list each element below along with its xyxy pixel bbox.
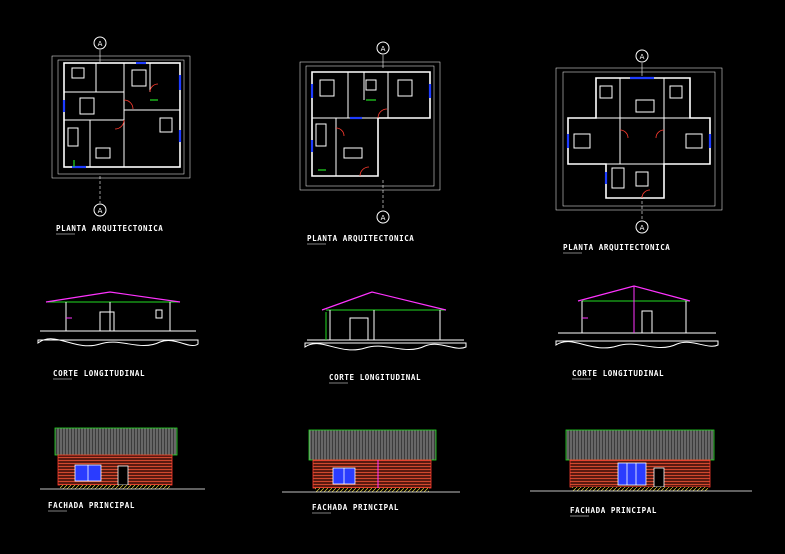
- svg-text:A: A: [640, 53, 645, 61]
- section-label-1: CORTE LONGITUDINAL: [53, 369, 145, 378]
- wall: [312, 459, 432, 489]
- window: [617, 462, 647, 486]
- svg-text:A: A: [98, 40, 103, 48]
- toilet: [365, 79, 377, 91]
- bed: [131, 69, 147, 87]
- floor-plan-2: A A PLANT: [299, 41, 441, 245]
- facade-2: FACHADA PRINCIPAL: [282, 429, 460, 514]
- section-3: CORTE LONGITUDINAL: [555, 285, 719, 380]
- facade-label-2: FACHADA PRINCIPAL: [312, 503, 399, 512]
- sink: [159, 117, 173, 133]
- section-label-2: CORTE LONGITUDINAL: [329, 373, 421, 382]
- floor-plan-1: A A: [51, 36, 191, 235]
- toilet: [71, 67, 85, 79]
- sink: [635, 99, 655, 113]
- bed: [573, 133, 591, 149]
- door: [117, 465, 129, 486]
- svg-text:A: A: [640, 224, 645, 232]
- facade-label-1: FACHADA PRINCIPAL: [48, 501, 135, 510]
- table: [635, 171, 649, 187]
- kitchen-counter: [67, 127, 79, 147]
- section-label-3: CORTE LONGITUDINAL: [572, 369, 664, 378]
- axis-marker-top: [376, 41, 390, 55]
- bed: [79, 97, 95, 115]
- axis-marker-top: [635, 49, 649, 63]
- bed: [319, 79, 335, 97]
- table: [343, 147, 363, 159]
- svg-text:A: A: [381, 214, 386, 222]
- plan-label-1: PLANTA ARQUITECTONICA: [56, 224, 163, 233]
- svg-text:A: A: [98, 207, 103, 215]
- plan-label-2: PLANTA ARQUITECTONICA: [307, 234, 414, 243]
- axis-marker-bottom: [93, 203, 107, 217]
- toilet: [599, 85, 613, 99]
- kitchen-counter: [315, 123, 327, 147]
- facade-3: FACHADA PRINCIPAL: [530, 429, 752, 517]
- facade-label-3: FACHADA PRINCIPAL: [570, 506, 657, 515]
- door: [653, 467, 665, 488]
- facade-1: FACHADA PRINCIPAL: [40, 427, 205, 512]
- bed: [685, 133, 703, 149]
- bed: [397, 79, 413, 97]
- axis-marker-bottom: [376, 210, 390, 224]
- axis-marker-bottom: [635, 220, 649, 234]
- roof: [308, 429, 437, 461]
- table: [95, 147, 111, 159]
- toilet: [669, 85, 683, 99]
- floor-plan-3: A A PLANTA ARQUITECTONI: [555, 49, 723, 254]
- sofa: [611, 167, 625, 189]
- section-2: CORTE LONGITUDINAL: [304, 291, 467, 384]
- section-1: CORTE LONGITUDINAL: [37, 291, 199, 380]
- roof: [54, 427, 178, 456]
- roof: [565, 429, 715, 461]
- svg-text:A: A: [381, 45, 386, 53]
- plan-label-3: PLANTA ARQUITECTONICA: [563, 243, 670, 252]
- axis-marker-top: [93, 36, 107, 50]
